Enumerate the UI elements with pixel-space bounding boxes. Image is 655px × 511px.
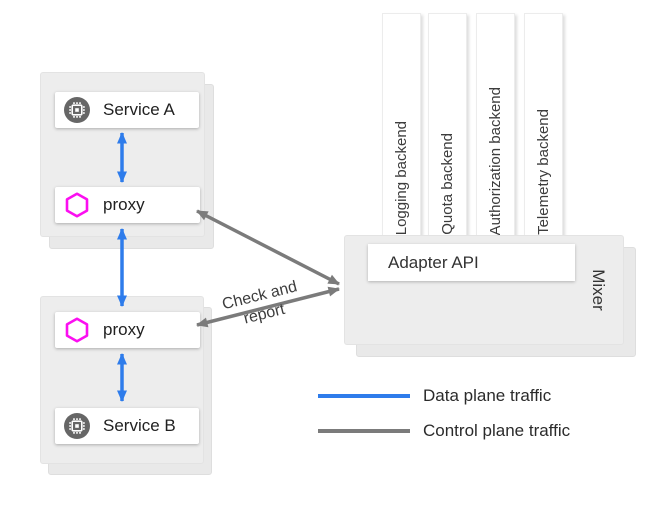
control-plane-arrow-proxy-a-mixer	[196, 209, 340, 286]
microchip-icon	[64, 413, 90, 439]
service-b-label: Service B	[103, 416, 176, 435]
backend-bar-authorization: Authorization backend	[476, 13, 515, 251]
data-plane-line-swatch	[318, 394, 410, 398]
hexagon-proxy-icon	[65, 192, 89, 218]
legend-item-data-plane: Data plane traffic	[318, 384, 570, 408]
proxy-b-node: proxy	[55, 312, 200, 348]
backend-label: Logging backend	[393, 120, 410, 235]
proxy-a-node: proxy	[55, 187, 200, 223]
proxy-b-label: proxy	[103, 320, 145, 339]
backend-bar-telemetry: Telemetry backend	[524, 13, 563, 251]
legend-label-data-plane: Data plane traffic	[423, 386, 552, 405]
proxy-a-label: proxy	[103, 195, 145, 214]
adapter-api-label: Adapter API	[388, 252, 479, 272]
backend-label: Telemetry backend	[535, 109, 552, 235]
backend-label: Authorization backend	[487, 86, 504, 235]
legend: Data plane traffic Control plane traffic	[318, 384, 570, 454]
legend-label-control-plane: Control plane traffic	[423, 421, 571, 440]
microchip-icon	[64, 97, 90, 123]
backend-bar-logging: Logging backend	[382, 13, 421, 251]
check-and-report-annotation: Check and report	[206, 274, 318, 337]
backend-bar-quota: Quota backend	[428, 13, 467, 251]
legend-item-control-plane: Control plane traffic	[318, 419, 570, 443]
backend-label: Quota backend	[439, 133, 456, 235]
control-plane-line-swatch	[318, 429, 410, 433]
service-a-node: Service A	[55, 92, 199, 128]
hexagon-proxy-icon	[65, 317, 89, 343]
service-b-node: Service B	[55, 408, 199, 444]
service-a-label: Service A	[103, 100, 175, 119]
adapter-api-box: Adapter API	[368, 244, 575, 281]
mixer-label: Mixer	[589, 269, 608, 311]
